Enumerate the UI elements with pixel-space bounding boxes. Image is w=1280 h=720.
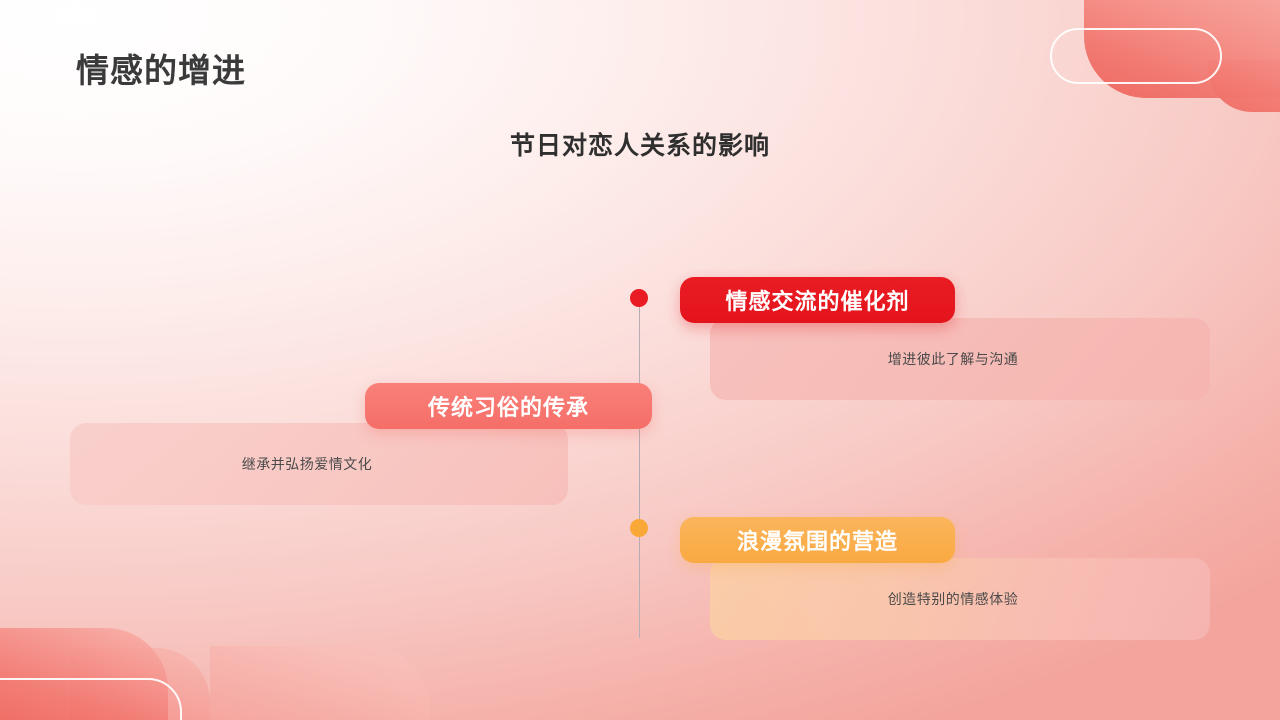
top-right-rounded-block-decoration xyxy=(1084,0,1280,98)
timeline-card-1: 增进彼此了解与沟通 xyxy=(710,318,1210,400)
timeline-dot-3 xyxy=(630,519,648,537)
timeline-badge-2[interactable]: 传统习俗的传承 xyxy=(365,383,652,429)
timeline-card-2-text: 继承并弘扬爱情文化 xyxy=(241,456,373,472)
timeline-axis-line xyxy=(639,298,640,638)
bottom-left-mid-block-decoration xyxy=(70,648,210,720)
top-right-outline-decoration xyxy=(1050,28,1222,84)
timeline-dot-1 xyxy=(630,289,648,307)
section-subtitle: 节日对恋人关系的影响 xyxy=(509,132,770,160)
timeline-card-1-text: 增进彼此了解与沟通 xyxy=(887,351,1019,367)
top-right-small-block-decoration xyxy=(1208,60,1280,112)
timeline-card-3: 创造特别的情感体验 xyxy=(710,558,1210,640)
bottom-left-far-block-decoration xyxy=(210,646,430,720)
timeline-card-2: 继承并弘扬爱情文化 xyxy=(70,423,568,505)
page-title: 情感的增进 xyxy=(76,52,246,89)
timeline-badge-3[interactable]: 浪漫氛围的营造 xyxy=(680,517,955,563)
timeline-badge-1[interactable]: 情感交流的催化剂 xyxy=(680,277,955,323)
bottom-left-rounded-block-decoration xyxy=(0,628,168,720)
timeline-card-3-text: 创造特别的情感体验 xyxy=(887,591,1019,607)
bottom-left-outline-decoration xyxy=(0,678,182,720)
